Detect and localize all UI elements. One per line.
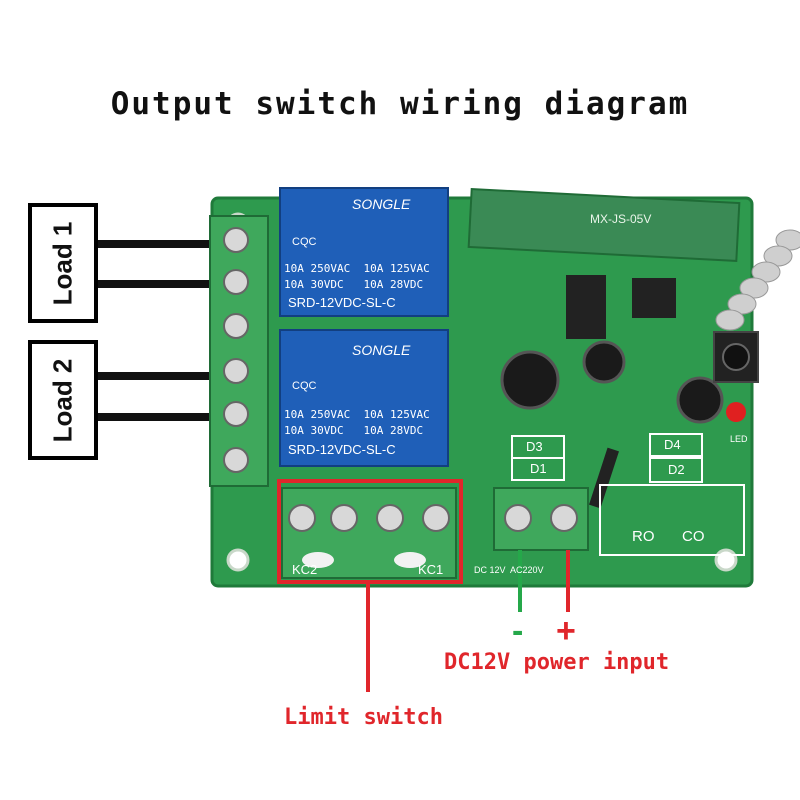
terminal-screw — [422, 504, 450, 532]
diagram-title: Output switch wiring diagram — [110, 86, 690, 122]
limit-terminal-opening — [394, 552, 426, 568]
d2-label: D2 — [668, 462, 685, 477]
co-label: CO — [682, 528, 705, 545]
power-input-label: DC12V power input — [444, 650, 670, 675]
relay-1 — [279, 187, 449, 317]
load-1-box: Load 1 — [28, 203, 98, 323]
terminal-screw — [376, 504, 404, 532]
relay-2-model: SRD-12VDC-SL-C — [288, 442, 396, 457]
antenna-spring — [715, 229, 800, 331]
dc-rating-label: DC 12V AC220V — [474, 565, 544, 575]
ic-chip-2 — [632, 278, 676, 318]
terminal-screw — [223, 401, 249, 427]
terminal-screw — [223, 358, 249, 384]
terminal-screw — [223, 313, 249, 339]
plus-sign: + — [556, 612, 576, 650]
capacitor-3 — [676, 376, 724, 424]
limit-terminal-screws — [288, 504, 450, 532]
load-2-box: Load 2 — [28, 340, 98, 460]
led-label: LED — [730, 434, 748, 444]
terminal-screw — [223, 269, 249, 295]
relay-2 — [279, 329, 449, 467]
push-button-cap — [722, 343, 750, 371]
relay-1-rating-2: 10A 30VDC 10A 28VDC — [284, 278, 424, 291]
terminal-screw — [550, 504, 578, 532]
limit-terminal-opening — [302, 552, 334, 568]
kc1-label: KC1 — [418, 562, 444, 577]
diode-d4-outline — [649, 433, 703, 457]
relay-1-model: SRD-12VDC-SL-C — [288, 295, 396, 310]
relay-2-rating-1: 10A 250VAC 10A 125VAC — [284, 408, 430, 421]
terminal-screw — [223, 447, 249, 473]
mount-hole-br — [714, 548, 738, 572]
relay-1-rating-1: 10A 250VAC 10A 125VAC — [284, 262, 430, 275]
load-2-wire-bottom — [98, 413, 238, 421]
diode-d1-outline — [511, 457, 565, 481]
capacitor-2 — [582, 340, 626, 384]
relay-2-brand: SONGLE — [352, 342, 411, 358]
ic-chip-1 — [566, 275, 606, 339]
module-label: MX-JS-05V — [590, 212, 652, 226]
terminal-screw — [223, 227, 249, 253]
relay-1-brand: SONGLE — [352, 196, 411, 212]
receiver-module — [467, 187, 741, 263]
relay-2-cert: CQC — [292, 380, 317, 392]
relay-2-rating-2: 10A 30VDC 10A 28VDC — [284, 424, 424, 437]
relay-1-cert: CQC — [292, 236, 317, 248]
capacitor-1 — [500, 350, 560, 410]
load-1-wire-top — [98, 240, 238, 248]
terminal-screw — [504, 504, 532, 532]
d3-label: D3 — [526, 439, 543, 454]
diode-d2-outline — [649, 457, 703, 483]
d1-label: D1 — [530, 461, 547, 476]
terminal-screw — [288, 504, 316, 532]
left-terminal-screws — [223, 227, 249, 473]
load-1-wire-bottom — [98, 280, 238, 288]
load-2-wire-top — [98, 372, 238, 380]
terminal-screw — [330, 504, 358, 532]
ro-co-outline — [599, 484, 745, 556]
kc2-label: KC2 — [292, 562, 318, 577]
ro-label: RO — [632, 528, 655, 545]
diode-vertical — [589, 447, 619, 509]
mount-hole-bl — [226, 548, 250, 572]
minus-sign: - — [512, 612, 524, 650]
left-terminal-block — [209, 215, 269, 487]
led — [726, 402, 746, 422]
d4-label: D4 — [664, 437, 681, 452]
limit-switch-label: Limit switch — [284, 705, 443, 730]
